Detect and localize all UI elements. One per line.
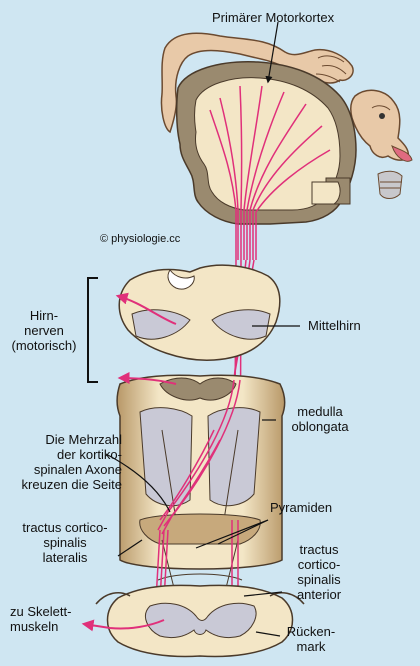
decussation-fibers	[155, 379, 241, 620]
label-pointers	[105, 21, 300, 637]
copyright-label: © physiologie.cc	[100, 233, 181, 245]
hirnnerven-bracket	[87, 277, 98, 383]
medulla-section	[116, 374, 286, 621]
midbrain-section	[118, 264, 281, 361]
pyramiden-label: Pyramiden	[270, 500, 333, 515]
skelettmuskeln-label: zu Skelett- muskeln	[10, 604, 72, 634]
mittelhirn-label: Mittelhirn	[308, 318, 361, 333]
anterior-label: tractus cortico- spinalis anterior	[296, 542, 342, 602]
motor-efferents	[81, 292, 177, 632]
homunculus-face	[350, 89, 413, 199]
medulla-label: medulla oblongata	[291, 404, 349, 434]
decussation-label: Die Mehrzahl der kortiko- spinalen Axone…	[21, 432, 122, 492]
hirnnerven-label: Hirn- nerven (motorisch)	[11, 308, 77, 353]
title-label: Primärer Motorkortex	[212, 10, 335, 25]
spinal-cord-section	[95, 584, 305, 658]
rueckenmark-label: Rücken- mark	[286, 624, 336, 654]
lateralis-label: tractus cortico- spinalis lateralis	[22, 520, 108, 565]
